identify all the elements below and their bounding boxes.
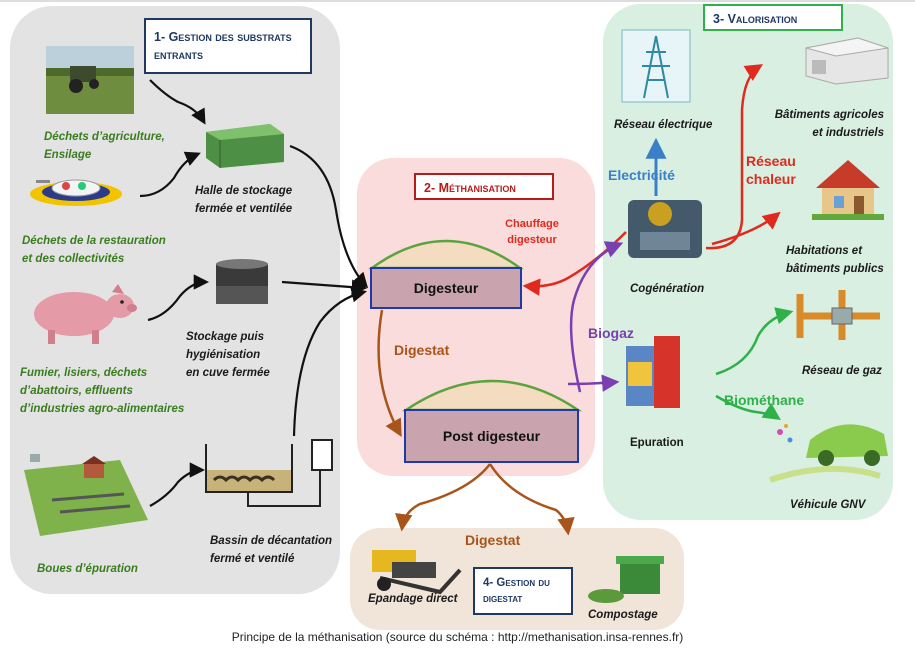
label-reseau-chaleur-line-2: chaleur (746, 171, 796, 187)
sewage-plant-icon (24, 454, 148, 536)
label-digesteur: Digesteur (413, 280, 479, 296)
manure-spreader-icon (372, 550, 462, 595)
label-halle: Halle de stockage fermée et ventilée (195, 182, 292, 218)
arrow-bassin-to-digesteur (292, 287, 368, 437)
label-bassin-line-1: Bassin de décantation (210, 535, 333, 547)
arrow-post-to-epandage (395, 463, 491, 532)
label-restauration-line-2: et des collectivités (22, 253, 125, 265)
section-title-methanisation: 2- Méthanisation (414, 173, 554, 200)
label-fumier-line-1: Fumier, lisiers, déchets (20, 367, 148, 379)
label-boues: Boues d’épuration (37, 563, 138, 575)
arrow-fumier-to-cuve (147, 274, 210, 322)
label-agriculture-line-2: Ensilage (44, 149, 92, 161)
label-batiments-line-1: Bâtiments agricoles (774, 109, 884, 121)
label-fumier: Fumier, lisiers, déchets d’abattoirs, ef… (20, 364, 184, 418)
arrow-restauration-to-halle (139, 151, 201, 198)
section-title-gestion-digestat: 4- Gestion du digestat (473, 567, 573, 615)
label-bassin: Bassin de décantation fermé et ventilé (210, 532, 332, 568)
arrow-post-to-cogeneration (569, 241, 624, 393)
section-title-gestion-substrats: 1- Gestion des substrats entrants (144, 18, 312, 74)
arrow-digesteur-to-post (377, 309, 402, 438)
power-grid-icon (621, 29, 691, 103)
arrow-cogeneration-to-habitations (711, 211, 781, 246)
label-post-digesteur: Post digesteur (442, 428, 541, 444)
label-digestat-2: Digestat (465, 532, 521, 548)
industrial-building-icon (805, 37, 889, 85)
arrow-epuration-to-gas-network (715, 307, 794, 376)
green-car-icon (769, 424, 888, 483)
label-vehicule: Véhicule GNV (790, 499, 866, 511)
post-digesteur-tank (401, 379, 583, 463)
label-epuration: Epuration (630, 437, 684, 449)
food-waste-plate-icon (30, 179, 122, 206)
label-habitations: Habitations et bâtiments publics (786, 242, 884, 278)
label-habitations-line-2: bâtiments publics (786, 263, 884, 275)
gas-network-icon (796, 290, 880, 340)
label-chauffage: Chauffage digesteur (500, 216, 564, 248)
label-cuve: Stockage puis hygiénisation en cuve ferm… (186, 328, 270, 382)
label-agriculture: Déchets d’agriculture, Ensilage (44, 128, 165, 164)
arrow-boues-to-bassin (149, 462, 206, 507)
storage-hall-icon (206, 124, 284, 168)
label-halle-line-1: Halle de stockage (195, 185, 293, 197)
label-batiments-line-2: et industriels (812, 127, 884, 139)
cogeneration-engine-icon (628, 200, 702, 258)
label-biomethane: Biométhane (724, 392, 805, 408)
pig-icon (34, 284, 137, 344)
label-electricite: Electricité (608, 167, 675, 183)
arrow-halle-to-digesteur (289, 144, 369, 289)
label-restauration-line-1: Déchets de la restauration (22, 235, 166, 247)
label-reseau-gaz: Réseau de gaz (802, 365, 882, 377)
arrow-biogas-to-epuration (567, 374, 620, 392)
label-bassin-line-2: fermé et ventilé (210, 553, 295, 565)
label-reseau-electrique: Réseau électrique (614, 119, 713, 131)
purification-unit-icon (626, 336, 680, 408)
arrow-post-to-compostage (488, 463, 575, 536)
digesteur-tank (368, 239, 524, 309)
label-cuve-line-1: Stockage puis (186, 331, 264, 343)
label-biogaz: Biogaz (588, 325, 634, 341)
arrow-cuve-to-digesteur (281, 279, 368, 295)
settling-basin-icon (205, 439, 333, 507)
label-chauffage-line-2: digesteur (507, 234, 557, 246)
figure-caption: Principe de la méthanisation (source du … (231, 630, 684, 644)
label-reseau-chaleur-line-1: Réseau (746, 153, 796, 169)
label-habitations-line-1: Habitations et (786, 245, 863, 257)
arrow-agriculture-to-halle (149, 79, 206, 125)
label-cuve-line-2: hygiénisation (186, 349, 261, 361)
section-title-valorisation: 3- Valorisation (703, 4, 843, 31)
label-epandage: Epandage direct (368, 593, 458, 605)
label-digestat-1: Digestat (394, 342, 450, 358)
label-cuve-line-3: en cuve fermée (186, 367, 270, 379)
compost-bin-icon (588, 556, 664, 603)
label-restauration: Déchets de la restauration et des collec… (22, 232, 166, 268)
label-fumier-line-2: d’abattoirs, effluents (20, 385, 133, 397)
house-icon (812, 160, 884, 220)
label-batiments: Bâtiments agricoles et industriels (772, 106, 884, 142)
label-compostage: Compostage (588, 609, 658, 621)
label-chauffage-line-1: Chauffage (505, 218, 559, 230)
tractor-field-icon (46, 46, 134, 114)
label-agriculture-line-1: Déchets d’agriculture, (44, 131, 165, 143)
arrow-cogeneration-to-batiments (705, 64, 763, 250)
arrow-epuration-to-vehicle (715, 394, 781, 420)
label-halle-line-2: fermée et ventilée (195, 203, 293, 215)
label-reseau-chaleur: Réseau chaleur (746, 152, 796, 188)
label-cogeneration: Cogénération (630, 283, 705, 295)
closed-tank-icon (216, 259, 268, 304)
label-fumier-line-3: d’industries agro-alimentaires (20, 403, 185, 415)
